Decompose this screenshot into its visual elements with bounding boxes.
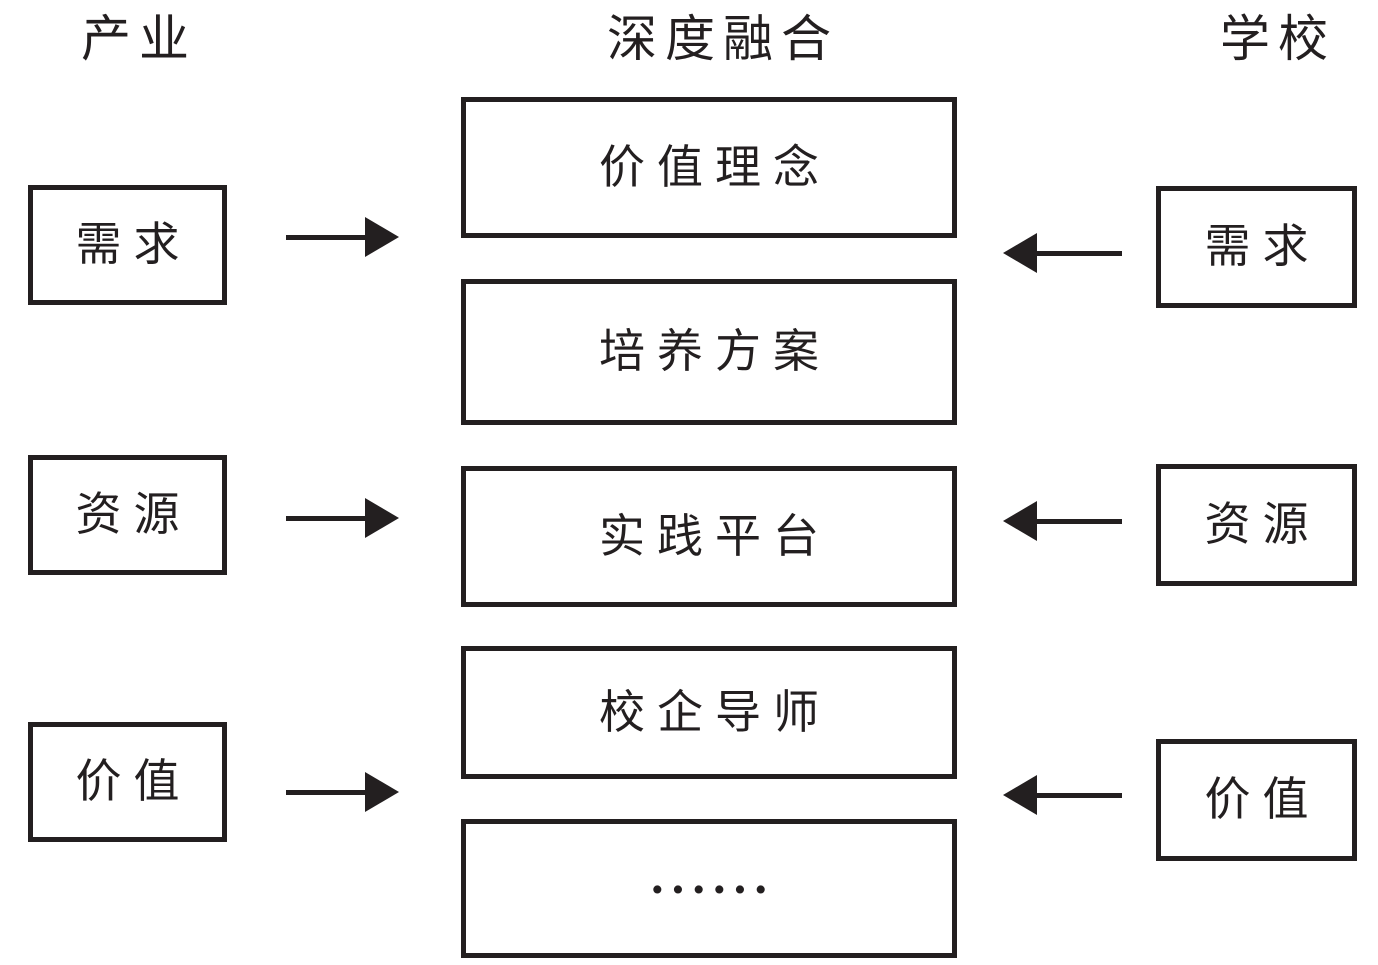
school-demand-arrow-left-icon: [1003, 233, 1122, 273]
arrow-head-left-icon: [1003, 233, 1037, 273]
practice-platform-box: 实践平台: [461, 466, 957, 607]
industry-demand-label: 需求: [75, 219, 192, 270]
arrow-shaft: [1037, 792, 1122, 798]
school-demand-box: 需求: [1156, 186, 1357, 308]
header-deep-integration-label: 深度融合: [607, 11, 839, 67]
industry-resource-label: 资源: [75, 489, 192, 540]
school-value-arrow-left-icon: [1003, 775, 1122, 815]
school-resource-arrow-left-icon: [1003, 501, 1122, 541]
header-deep-integration: 深度融合: [575, 4, 863, 67]
value-concept-box: 价值理念: [461, 97, 957, 238]
ellipsis-label: ······: [648, 860, 774, 917]
header-school: 学校: [1190, 4, 1358, 67]
header-industry-label: 产业: [81, 11, 197, 67]
industry-value-label: 价值: [75, 756, 192, 807]
arrow-head-right-icon: [365, 772, 399, 812]
school-resource-label: 资源: [1204, 499, 1321, 550]
industry-resource-box: 资源: [28, 455, 227, 575]
arrow-shaft: [286, 789, 365, 795]
value-concept-label: 价值理念: [599, 141, 831, 193]
header-industry: 产业: [56, 4, 214, 67]
arrow-head-left-icon: [1003, 775, 1037, 815]
practice-platform-label: 实践平台: [599, 510, 831, 562]
school-value-label: 价值: [1204, 774, 1321, 825]
industry-resource-arrow-right-icon: [286, 498, 399, 538]
arrow-head-right-icon: [365, 217, 399, 257]
school-enterprise-mentor-label: 校企导师: [599, 686, 831, 738]
industry-demand-box: 需求: [28, 185, 227, 305]
training-plan-box: 培养方案: [461, 279, 957, 425]
school-enterprise-mentor-box: 校企导师: [461, 646, 957, 779]
header-school-label: 学校: [1220, 11, 1336, 67]
industry-demand-arrow-right-icon: [286, 217, 399, 257]
industry-value-arrow-right-icon: [286, 772, 399, 812]
arrow-shaft: [1037, 518, 1122, 524]
school-resource-box: 资源: [1156, 464, 1357, 586]
arrow-head-left-icon: [1003, 501, 1037, 541]
arrow-head-right-icon: [365, 498, 399, 538]
school-value-box: 价值: [1156, 739, 1357, 861]
school-demand-label: 需求: [1204, 221, 1321, 272]
industry-value-box: 价值: [28, 722, 227, 842]
arrow-shaft: [1037, 250, 1122, 256]
ellipsis-box: ······: [461, 819, 957, 958]
arrow-shaft: [286, 234, 365, 240]
training-plan-label: 培养方案: [599, 326, 831, 377]
arrow-shaft: [286, 515, 365, 521]
